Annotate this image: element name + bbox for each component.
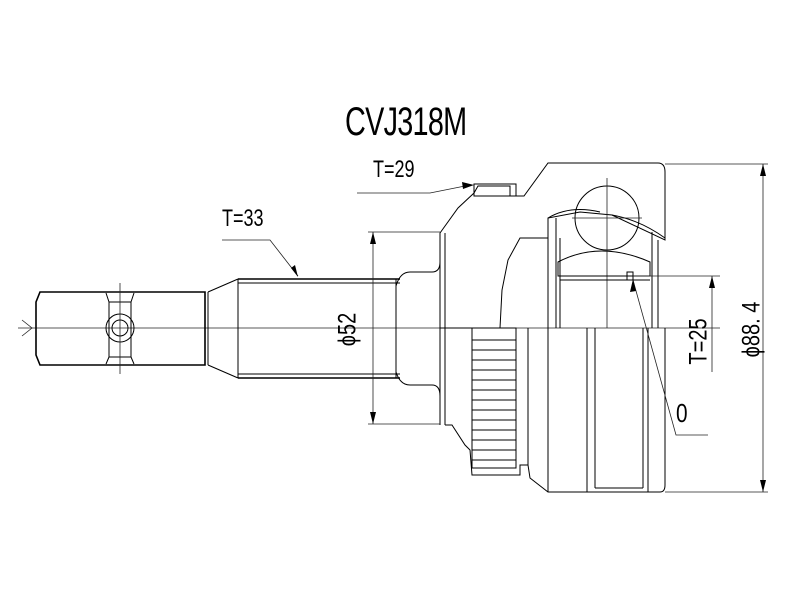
leader-t29 <box>357 182 474 194</box>
label-outer-spline-teeth: T=29 <box>373 156 415 183</box>
label-housing-diameter: ϕ88. 4 <box>737 301 766 358</box>
shaft-stub <box>35 278 239 379</box>
label-shaft-seat-diameter: ϕ52 <box>333 312 362 347</box>
label-o-ring: 0 <box>676 398 688 428</box>
part-number-title: CVJ318M <box>345 100 467 144</box>
dimension-t25 <box>633 275 720 372</box>
bell-housing-exterior <box>445 327 666 493</box>
dimension-d52 <box>368 231 440 425</box>
bell-housing-section <box>439 162 666 425</box>
label-inner-spline-teeth: T=25 <box>684 318 713 365</box>
label-shaft-spline-teeth: T=33 <box>222 205 264 232</box>
center-arrow-icon <box>21 319 33 337</box>
leader-t33 <box>222 239 299 277</box>
leader-o-ring <box>630 279 708 436</box>
dimension-d88 <box>665 163 768 493</box>
